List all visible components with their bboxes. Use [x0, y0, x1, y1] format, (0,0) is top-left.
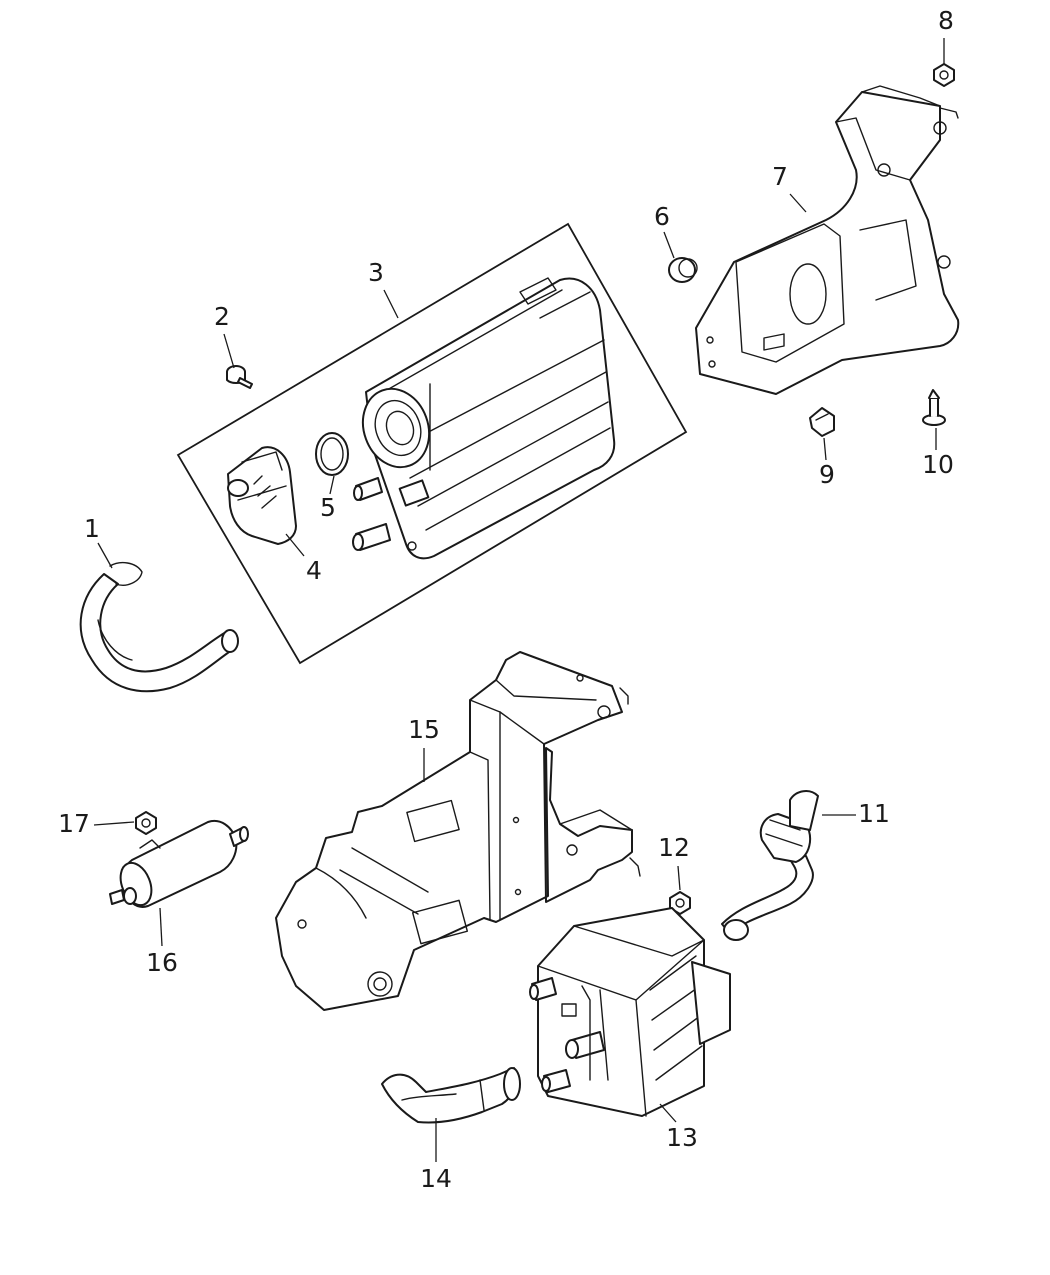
leader-16 [159, 907, 163, 947]
part-10-push-pin[interactable] [922, 389, 946, 426]
part-9-clip-nut[interactable] [809, 407, 835, 437]
callout-17: 17 [58, 809, 90, 838]
callout-2: 2 [214, 302, 230, 331]
part-3-canister[interactable] [352, 277, 616, 560]
leader-2 [223, 333, 235, 369]
part-16-inline-filter[interactable] [109, 820, 249, 910]
part-8-nut[interactable] [933, 63, 955, 87]
callout-7: 7 [772, 162, 788, 191]
callout-10: 10 [922, 450, 954, 479]
assembly-group-frame [176, 222, 688, 665]
leader-9 [823, 437, 827, 461]
part-5-o-ring[interactable] [315, 432, 349, 476]
callout-8: 8 [938, 6, 954, 35]
leader-7 [789, 193, 807, 213]
callout-15: 15 [408, 715, 440, 744]
leader-12 [677, 865, 681, 891]
callout-4: 4 [306, 556, 322, 585]
callout-6: 6 [654, 202, 670, 231]
part-2-bolt[interactable] [226, 365, 253, 389]
leader-3 [383, 289, 399, 319]
part-1-hose[interactable] [79, 561, 239, 693]
part-14-hose[interactable] [381, 1067, 521, 1124]
callout-13: 13 [666, 1123, 698, 1152]
callout-3: 3 [368, 258, 384, 287]
callout-9: 9 [819, 460, 835, 489]
leader-17 [93, 821, 135, 826]
leader-13 [659, 1103, 677, 1123]
leader-4 [285, 533, 305, 557]
callout-1: 1 [84, 514, 100, 543]
part-7-bracket[interactable] [695, 85, 960, 395]
callout-5: 5 [320, 493, 336, 522]
leader-lines [93, 38, 945, 1162]
leader-6 [663, 231, 675, 259]
leader-1 [97, 542, 113, 569]
part-15-bracket[interactable] [275, 651, 641, 1011]
leader-5 [329, 475, 335, 495]
part-13-canister[interactable] [529, 907, 731, 1117]
part-11-hose[interactable] [721, 790, 819, 941]
callout-12: 12 [658, 833, 690, 862]
part-6-grommet[interactable] [668, 257, 698, 283]
part-4-filter-housing[interactable] [227, 446, 297, 545]
callout-16: 16 [146, 948, 178, 977]
callout-14: 14 [420, 1164, 452, 1193]
callout-labels: 1 2 3 4 5 6 7 8 9 10 11 12 13 14 15 16 1… [58, 6, 954, 1193]
part-17-nut[interactable] [135, 811, 157, 835]
callout-11: 11 [858, 799, 890, 828]
